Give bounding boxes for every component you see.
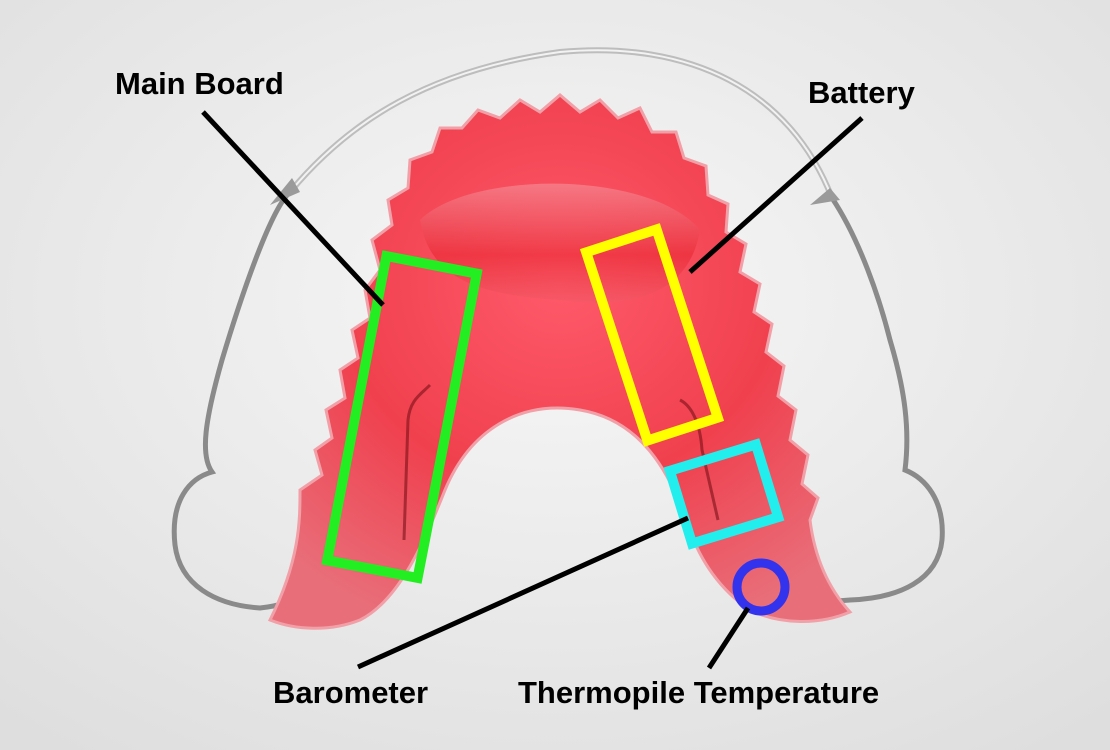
barometer-marker (663, 438, 785, 550)
main-board-marker (321, 250, 483, 584)
main-board-label: Main Board (115, 66, 284, 101)
right-embedded-wire (679, 398, 720, 521)
battery-marker (579, 223, 725, 447)
battery-leader-line (688, 116, 864, 274)
left-clasp-wire (171, 190, 302, 611)
barometer-leader-line (356, 515, 690, 670)
palatal-vault (420, 183, 700, 303)
left-embedded-wire (402, 383, 432, 541)
battery-label: Battery (808, 75, 915, 110)
thermopile-leader-line (706, 606, 751, 670)
thermopile-temperature-label: Thermopile Temperature (518, 675, 880, 710)
main-board-leader-line (201, 110, 385, 307)
barometer-label: Barometer (273, 675, 429, 710)
right-clasp-wire (799, 196, 945, 604)
thermopile-marker (732, 558, 790, 616)
acrylic-plate (267, 93, 853, 630)
